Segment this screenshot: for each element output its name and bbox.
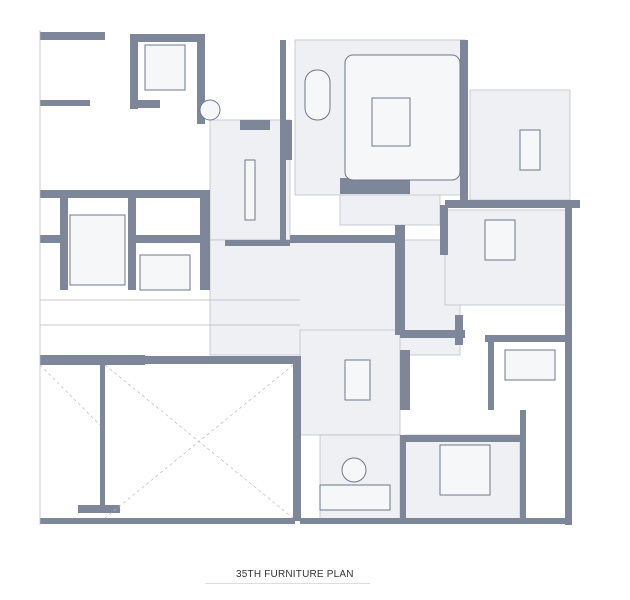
bed xyxy=(484,219,516,261)
bed xyxy=(371,97,411,147)
desk xyxy=(504,349,556,381)
lounge-chair xyxy=(519,129,541,171)
furniture xyxy=(69,44,556,511)
walls xyxy=(40,32,580,525)
stair xyxy=(69,214,126,286)
planter xyxy=(244,159,256,221)
round-table xyxy=(341,457,367,483)
bathtub xyxy=(304,69,331,121)
elevator xyxy=(144,44,186,91)
title-underline xyxy=(205,583,370,584)
bed xyxy=(439,444,491,496)
elevator xyxy=(139,254,191,291)
sofa xyxy=(319,484,391,511)
column xyxy=(199,99,221,121)
terrace-lines xyxy=(39,30,300,525)
plan-title: 35TH FURNITURE PLAN xyxy=(236,569,354,580)
floor-areas xyxy=(209,39,571,521)
rug xyxy=(344,359,371,401)
